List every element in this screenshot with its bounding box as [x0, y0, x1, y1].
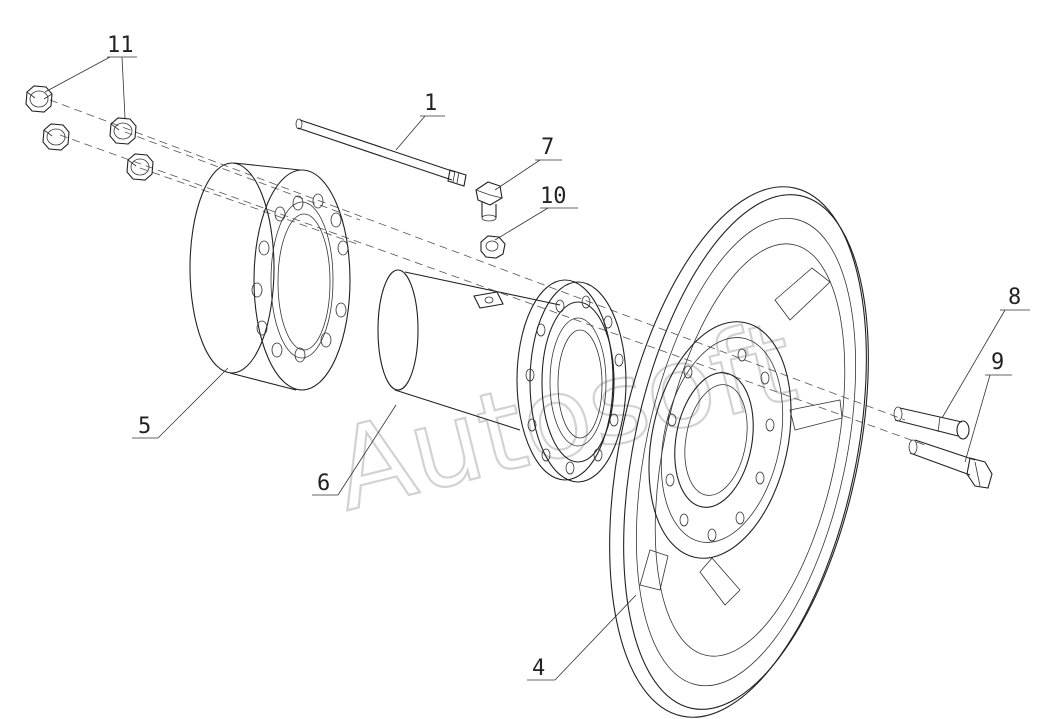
watermark: Autosoft	[320, 296, 808, 538]
spacer-ring-part-5	[189, 162, 351, 391]
label-6: 6	[317, 471, 330, 496]
label-11: 11	[107, 33, 134, 58]
nut-11d	[126, 153, 154, 181]
hub-part-6	[377, 269, 627, 483]
disc-part-4	[609, 186, 869, 718]
disc-bolt-holes	[665, 348, 775, 542]
label-7: 7	[541, 135, 554, 160]
nut-11b	[42, 123, 70, 151]
label-1: 1	[424, 91, 437, 116]
nut-11c	[109, 117, 137, 145]
bolt-part-9	[908, 439, 993, 489]
part-labels: 11 1 7 10 8 9 5 6 4	[107, 33, 1021, 681]
label-4: 4	[532, 656, 545, 681]
ring-bolt-holes	[251, 193, 349, 363]
hub-flange	[516, 279, 627, 483]
leader-lines	[44, 56, 1030, 681]
disc-spokes	[639, 267, 843, 606]
label-9: 9	[991, 350, 1004, 375]
nut-part-11	[25, 85, 154, 181]
assembly-centerlines	[49, 99, 926, 446]
label-8: 8	[1008, 285, 1021, 310]
rod-part-1	[295, 118, 467, 187]
label-5: 5	[138, 414, 151, 439]
label-10: 10	[540, 184, 567, 209]
bolt-part-7	[475, 181, 503, 222]
pin-part-8	[893, 406, 970, 440]
watermark-text: Autosoft	[322, 297, 808, 536]
nut-11a	[25, 85, 53, 113]
nut-part-10	[480, 235, 506, 259]
